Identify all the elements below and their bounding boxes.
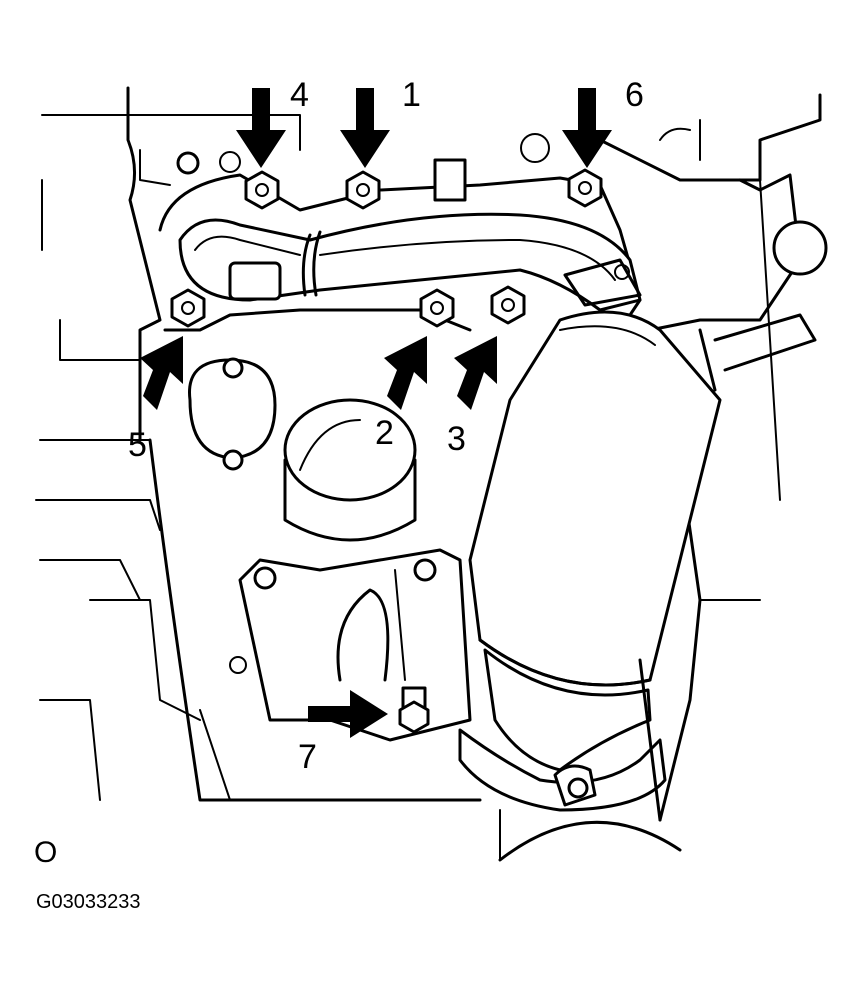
- callout-4: 4: [290, 76, 309, 114]
- nut-icon: [170, 151, 603, 734]
- arrow-icon: [140, 88, 612, 738]
- callout-7: 7: [298, 738, 317, 776]
- callout-5: 5: [128, 426, 147, 464]
- callout-6: 6: [625, 76, 644, 114]
- arrow-icon-5: [140, 336, 183, 410]
- arrow-icon-1: [340, 88, 390, 168]
- engine-block: [35, 86, 828, 862]
- figure-code: G03033233: [36, 891, 141, 913]
- arrow-icon-7: [308, 690, 388, 738]
- oil-filter: [283, 398, 417, 542]
- arrow-icon-2: [384, 336, 427, 410]
- callout-1: 1: [402, 76, 421, 114]
- arrow-icon-3: [454, 336, 497, 410]
- catalytic-converter: [458, 310, 722, 822]
- arrow-icon-4: [236, 88, 286, 168]
- callout-3: 3: [447, 420, 466, 458]
- callout-2: 2: [375, 414, 394, 452]
- corner-mark: O: [34, 836, 57, 869]
- exhaust-manifold: [178, 158, 642, 312]
- arrow-icon-6: [562, 88, 612, 168]
